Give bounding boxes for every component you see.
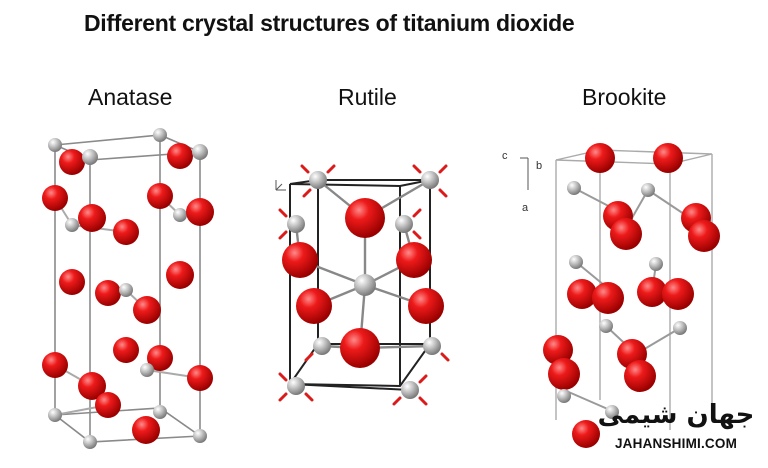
rutile-bond-stubs — [278, 164, 450, 406]
axis-label-b: b — [536, 160, 543, 172]
label-brookite: Brookite — [582, 84, 667, 110]
axis-label-a: a — [522, 202, 529, 214]
anatase-atoms — [42, 128, 214, 449]
label-rutile: Rutile — [338, 84, 397, 110]
page-title: Different crystal structures of titanium… — [84, 10, 575, 36]
watermark-logo-text: جهان شیمی — [597, 400, 755, 430]
rutile-atoms — [282, 171, 444, 399]
axis-label-c: c — [502, 150, 508, 162]
label-anatase: Anatase — [88, 84, 173, 110]
brookite-axes-icon — [520, 157, 529, 190]
brookite-atoms — [543, 143, 720, 448]
rutile-axes-icon — [275, 180, 286, 191]
jahanshimi-watermark: جهان شیمی JAHANSHIMI.COM — [588, 400, 764, 462]
watermark-site-url: JAHANSHIMI.COM — [614, 436, 738, 451]
